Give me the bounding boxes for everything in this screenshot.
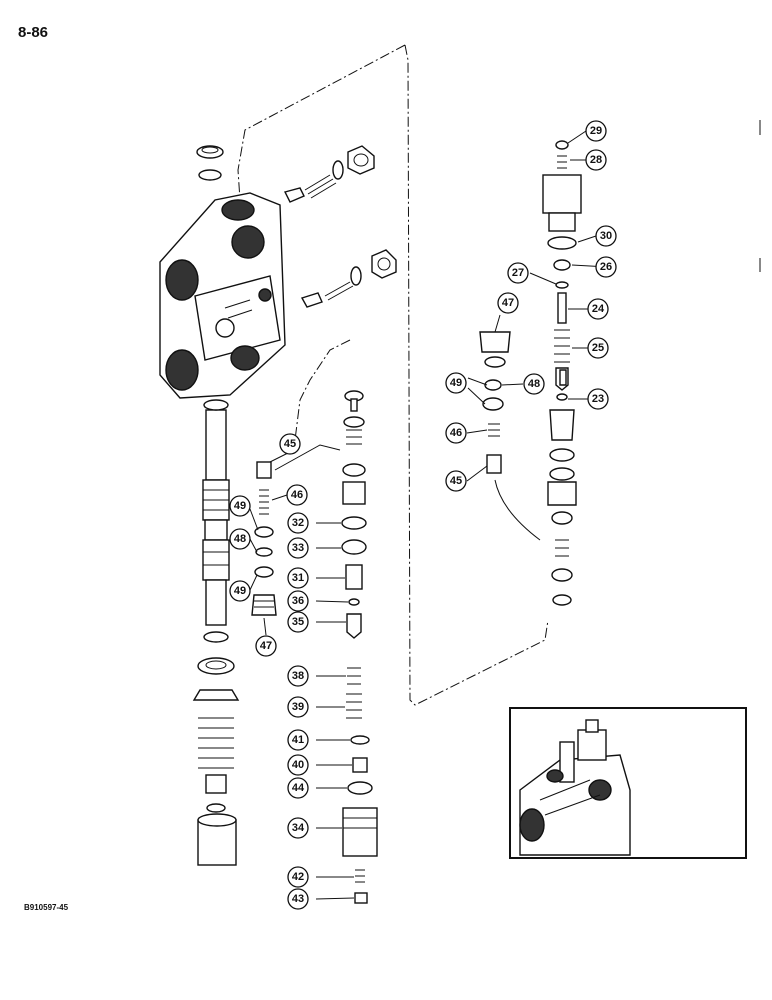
callout-49: 49 bbox=[229, 580, 251, 602]
svg-text:45: 45 bbox=[284, 438, 296, 450]
middle-plug-assembly bbox=[300, 249, 397, 308]
callout-35: 35 bbox=[287, 611, 309, 633]
o-ring bbox=[198, 169, 222, 181]
svg-text:26: 26 bbox=[600, 261, 612, 273]
callout-26: 26 bbox=[595, 256, 617, 278]
callout-45: 45 bbox=[445, 470, 467, 492]
callout-33: 33 bbox=[287, 537, 309, 559]
callout-24: 24 bbox=[587, 298, 609, 320]
o-ring bbox=[196, 145, 224, 159]
callout-25: 25 bbox=[587, 337, 609, 359]
callout-36: 36 bbox=[287, 590, 309, 612]
left-center-parts bbox=[251, 444, 341, 616]
leader-lines bbox=[249, 130, 609, 900]
center-relief-column bbox=[341, 390, 378, 904]
callout-32: 32 bbox=[287, 512, 309, 534]
svg-text:28: 28 bbox=[590, 154, 602, 166]
svg-text:23: 23 bbox=[592, 393, 604, 405]
svg-text:42: 42 bbox=[292, 871, 304, 883]
svg-text:38: 38 bbox=[292, 670, 304, 682]
valve-body bbox=[159, 192, 286, 399]
svg-text:32: 32 bbox=[292, 517, 304, 529]
svg-text:40: 40 bbox=[292, 759, 304, 771]
svg-text:46: 46 bbox=[450, 427, 462, 439]
svg-text:49: 49 bbox=[234, 500, 246, 512]
callout-46: 46 bbox=[286, 484, 308, 506]
right-middle-parts bbox=[479, 331, 567, 541]
callout-47: 47 bbox=[497, 292, 519, 314]
upper-plug-assembly bbox=[283, 145, 375, 203]
callout-29: 29 bbox=[585, 120, 607, 142]
svg-text:24: 24 bbox=[592, 303, 605, 315]
svg-text:49: 49 bbox=[234, 585, 246, 597]
svg-text:46: 46 bbox=[291, 489, 303, 501]
callout-30: 30 bbox=[595, 225, 617, 247]
callout-28: 28 bbox=[585, 149, 607, 171]
svg-text:48: 48 bbox=[528, 378, 540, 390]
callout-49: 49 bbox=[445, 372, 467, 394]
callout-41: 41 bbox=[287, 729, 309, 751]
svg-text:41: 41 bbox=[292, 734, 304, 746]
callout-49: 49 bbox=[229, 495, 251, 517]
svg-text:44: 44 bbox=[292, 782, 305, 794]
svg-text:30: 30 bbox=[600, 230, 612, 242]
svg-text:25: 25 bbox=[592, 342, 604, 354]
callout-27: 27 bbox=[507, 262, 529, 284]
spring-end-stack bbox=[192, 631, 240, 866]
callout-45: 45 bbox=[279, 433, 301, 455]
callout-48: 48 bbox=[523, 373, 545, 395]
callout-42: 42 bbox=[287, 866, 309, 888]
svg-text:47: 47 bbox=[260, 640, 272, 652]
svg-text:39: 39 bbox=[292, 701, 304, 713]
svg-text:31: 31 bbox=[292, 572, 304, 584]
svg-text:48: 48 bbox=[234, 533, 246, 545]
callout-40: 40 bbox=[287, 754, 309, 776]
assembly-boundary-line bbox=[294, 339, 351, 441]
svg-text:35: 35 bbox=[292, 616, 304, 628]
figure-code: B910597-45 bbox=[24, 903, 69, 912]
svg-text:43: 43 bbox=[292, 893, 304, 905]
page-number: 8-86 bbox=[18, 24, 49, 41]
svg-text:33: 33 bbox=[292, 542, 304, 554]
svg-text:47: 47 bbox=[502, 297, 514, 309]
spool bbox=[202, 399, 230, 626]
right-relief-column bbox=[542, 140, 582, 606]
assembly-boundary-line bbox=[237, 44, 549, 706]
svg-text:49: 49 bbox=[450, 377, 462, 389]
callout-39: 39 bbox=[287, 696, 309, 718]
svg-text:36: 36 bbox=[292, 595, 304, 607]
callout-46: 46 bbox=[445, 422, 467, 444]
callout-34: 34 bbox=[287, 817, 309, 839]
svg-text:34: 34 bbox=[292, 822, 305, 834]
callout-47: 47 bbox=[255, 635, 277, 657]
callout-38: 38 bbox=[287, 665, 309, 687]
callout-44: 44 bbox=[287, 777, 309, 799]
inset-view bbox=[509, 707, 747, 859]
callout-23: 23 bbox=[587, 388, 609, 410]
svg-text:29: 29 bbox=[590, 125, 602, 137]
callout-43: 43 bbox=[287, 888, 309, 910]
callout-48: 48 bbox=[229, 528, 251, 550]
callout-31: 31 bbox=[287, 567, 309, 589]
svg-text:45: 45 bbox=[450, 475, 462, 487]
svg-text:27: 27 bbox=[512, 267, 524, 279]
